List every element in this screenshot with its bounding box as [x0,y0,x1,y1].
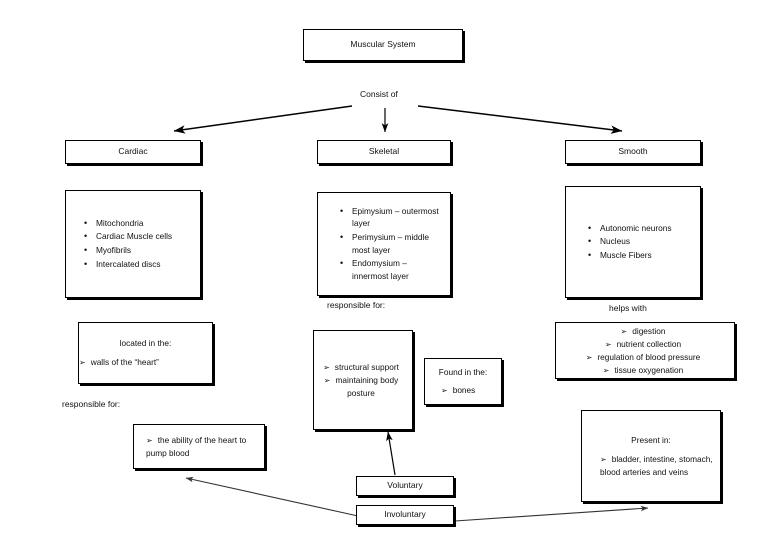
label-smooth-helps-with: helps with [609,303,647,313]
node-involuntary[interactable]: Involuntary [356,505,454,525]
list-item-text: digestion [632,325,666,336]
node-involuntary-label: Involuntary [384,509,426,520]
node-smooth-location[interactable]: Present in: ➢bladder, intestine, stomach… [581,410,721,502]
skeletal-location-list: ➢ bones [425,384,501,397]
connector-involuntary-to-cardiac-function [185,476,359,517]
node-smooth-function[interactable]: ➢ digestion ➢ nutrient collection ➢ regulat… [555,322,735,379]
node-cardiac-location[interactable]: located in the: ➢ walls of the “heart” [78,322,213,384]
list-item: Intercalated discs [84,258,194,271]
node-smooth-features[interactable]: Autonomic neurons Nucleus Muscle Fibers [565,186,701,298]
arrow-bullet-icon: ➢ [79,358,86,368]
list-item: ➢bladder, intestine, stomach, blood arte… [600,453,716,478]
list-item-text: bladder, intestine, stomach, blood arter… [600,454,713,477]
smooth-feature-list: Autonomic neurons Nucleus Muscle Fibers [566,222,700,263]
cardiac-function-list: ➢the ability of the heart to pump blood [134,434,264,459]
node-skeletal-label: Skeletal [368,146,400,157]
label-skeletal-responsible-for: responsible for: [327,300,386,310]
cardiac-feature-list: Mitochondria Cardiac Muscle cells Myofib… [66,217,200,271]
node-muscular-system[interactable]: Muscular System [303,29,463,61]
list-item: Nucleus [588,235,694,248]
list-item: Myofibrils [84,244,194,257]
list-item: Endomysium – innermost layer [340,257,444,282]
skeletal-location-heading: Found in the: [438,367,488,378]
connector-involuntary-to-smooth-location [454,505,649,522]
node-skeletal-location[interactable]: Found in the: ➢ bones [424,358,502,405]
smooth-location-list: ➢bladder, intestine, stomach, blood arte… [582,453,720,478]
list-item: ➢ structural support [314,361,408,374]
list-item-text: regulation of blood pressure [597,351,701,362]
list-item-text: the ability of the heart to pump blood [146,434,247,458]
list-item-text: bones [452,384,476,395]
list-item: ➢ walls of the “heart” [79,356,208,369]
skeletal-feature-list: Epimysium – outermost layer Perimysium –… [318,205,450,284]
connector-consistof-to-cardiac [173,105,353,134]
label-cardiac-responsible-for: responsible for: [62,399,121,409]
arrow-bullet-icon: ➢ [602,365,610,375]
list-item: Cardiac Muscle cells [84,230,194,243]
node-smooth[interactable]: Smooth [565,140,701,164]
list-item: ➢ tissue oxygenation [556,364,730,377]
connector-voluntary-to-skeletal-function [386,431,396,476]
node-skeletal-function[interactable]: ➢structural support ➢maintaining body po… [313,330,413,430]
smooth-location-heading: Present in: [631,434,671,445]
arrow-bullet-icon: ➢ [323,375,331,385]
list-item-text: tissue oxygenation [614,364,684,375]
node-voluntary[interactable]: Voluntary [356,476,454,496]
cardiac-location-heading: located in the: [119,337,172,348]
node-smooth-label: Smooth [618,146,648,157]
node-cardiac-function[interactable]: ➢the ability of the heart to pump blood [133,424,265,469]
arrow-bullet-icon: ➢ [604,339,612,349]
list-item: Perimysium – middle most layer [340,231,444,256]
node-voluntary-label: Voluntary [387,480,423,491]
list-item: Muscle Fibers [588,249,694,262]
node-cardiac[interactable]: Cardiac [65,140,201,164]
smooth-function-list: ➢ digestion ➢ nutrient collection ➢ regulat… [556,325,734,377]
cardiac-location-list: ➢ walls of the “heart” [79,356,212,369]
skeletal-function-list: ➢structural support ➢maintaining body po… [314,361,412,399]
node-cardiac-label: Cardiac [118,146,148,157]
arrow-bullet-icon: ➢ [146,435,153,445]
label-consist-of: Consist of [360,89,398,99]
list-item: ➢ digestion [556,325,730,338]
connector-consistof-to-smooth [417,105,623,134]
list-item: Autonomic neurons [588,222,694,235]
list-item: ➢ regulation of blood pressure [556,351,730,364]
list-item-text: walls of the “heart” [90,357,159,368]
list-item: ➢ maintaining body posture [314,374,408,399]
arrow-bullet-icon: ➢ [585,352,593,362]
arrow-bullet-icon: ➢ [441,385,448,395]
list-item-text: nutrient collection [616,338,682,349]
list-item: ➢the ability of the heart to pump blood [146,434,260,459]
node-cardiac-features[interactable]: Mitochondria Cardiac Muscle cells Myofib… [65,190,201,298]
node-muscular-system-label: Muscular System [350,39,416,50]
list-item: ➢ nutrient collection [556,338,730,351]
list-item-text: structural support [334,361,399,372]
list-item: ➢ bones [441,384,497,397]
node-skeletal-features[interactable]: Epimysium – outermost layer Perimysium –… [317,192,451,296]
list-item: Epimysium – outermost layer [340,205,444,230]
arrow-bullet-icon: ➢ [620,326,628,336]
node-skeletal[interactable]: Skeletal [317,140,451,164]
arrow-bullet-icon: ➢ [323,362,330,372]
arrow-bullet-icon: ➢ [600,455,607,464]
list-item-text: maintaining body posture [335,374,399,398]
list-item: Mitochondria [84,217,194,230]
